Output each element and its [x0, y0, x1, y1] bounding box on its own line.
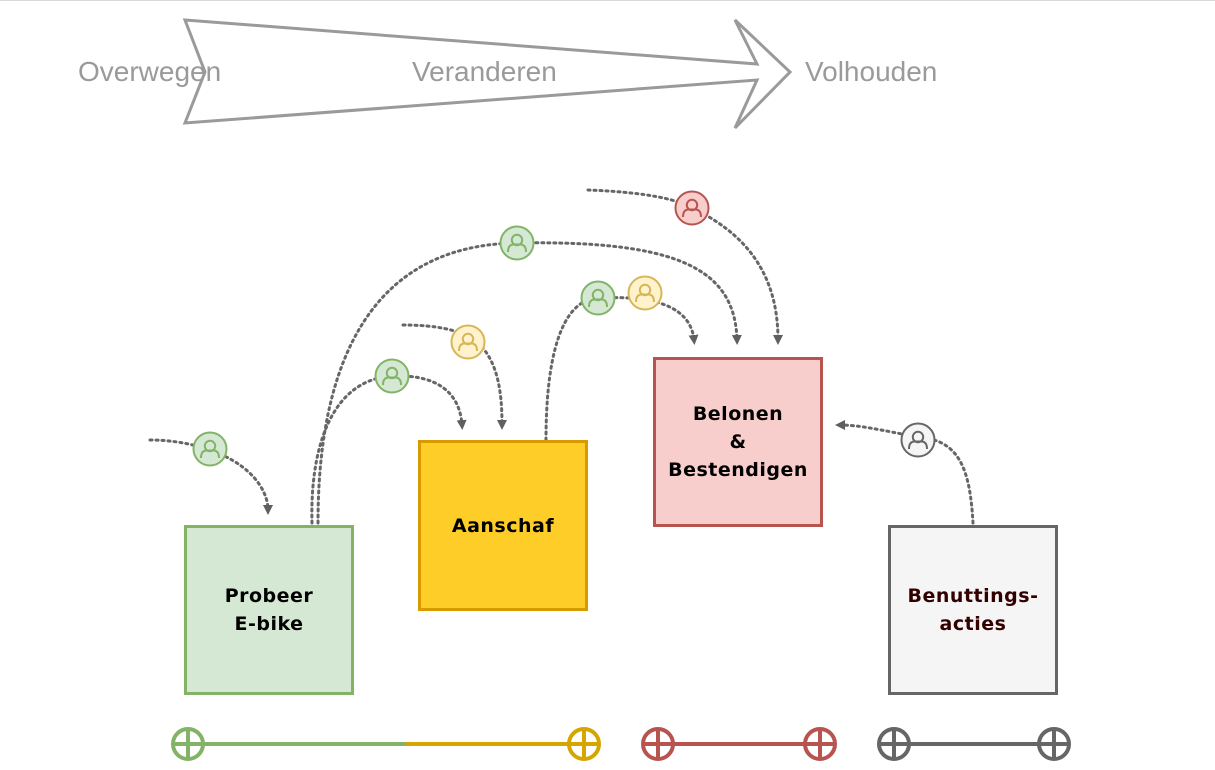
user-icon	[580, 280, 616, 316]
user-icon	[374, 358, 410, 394]
connector-probeer-to-belonen	[316, 241, 742, 525]
circle-plus-icon	[1037, 727, 1071, 761]
user-icon	[192, 431, 228, 467]
box-belonen-label: Belonen & Bestendigen	[668, 400, 808, 484]
circle-plus-icon	[877, 727, 911, 761]
user-icon	[900, 422, 936, 458]
circle-plus-icon	[567, 727, 601, 761]
connector-into-probeer	[148, 438, 273, 515]
stage-arrow-icon	[182, 18, 793, 130]
user-icon	[499, 225, 535, 261]
box-belonen-line3: Bestendigen	[668, 459, 808, 481]
stage-label-veranderen: Veranderen	[412, 56, 557, 87]
box-aanschaf-label: Aanschaf	[452, 512, 554, 540]
user-icon	[450, 324, 486, 360]
user-icon	[627, 275, 663, 311]
top-divider	[0, 0, 1215, 1]
box-probeer-label: Probeer E-bike	[225, 582, 314, 638]
box-belonen-line1: Belonen	[692, 403, 784, 425]
stage-label-volhouden: Volhouden	[805, 56, 938, 87]
box-belonen-line2: &	[729, 431, 747, 453]
box-aanschaf: Aanschaf	[418, 440, 588, 611]
box-benutting-line1: Benuttings-	[907, 585, 1039, 607]
user-icon	[674, 190, 710, 226]
box-belonen-bestendigen: Belonen & Bestendigen	[653, 357, 823, 527]
box-probeer-line1: Probeer	[224, 585, 314, 607]
circle-plus-icon	[641, 727, 675, 761]
box-benutting-label: Benuttings- acties	[908, 582, 1039, 638]
circle-plus-icon	[803, 727, 837, 761]
box-probeer-ebike: Probeer E-bike	[184, 525, 354, 695]
box-probeer-line2: E-bike	[234, 613, 304, 635]
stage-label-overwegen: Overwegen	[78, 56, 222, 87]
circle-plus-icon	[171, 727, 205, 761]
box-benutting-line2: acties	[939, 613, 1007, 635]
box-aanschaf-line1: Aanschaf	[451, 514, 555, 537]
box-benuttingsacties: Benuttings- acties	[888, 525, 1058, 695]
